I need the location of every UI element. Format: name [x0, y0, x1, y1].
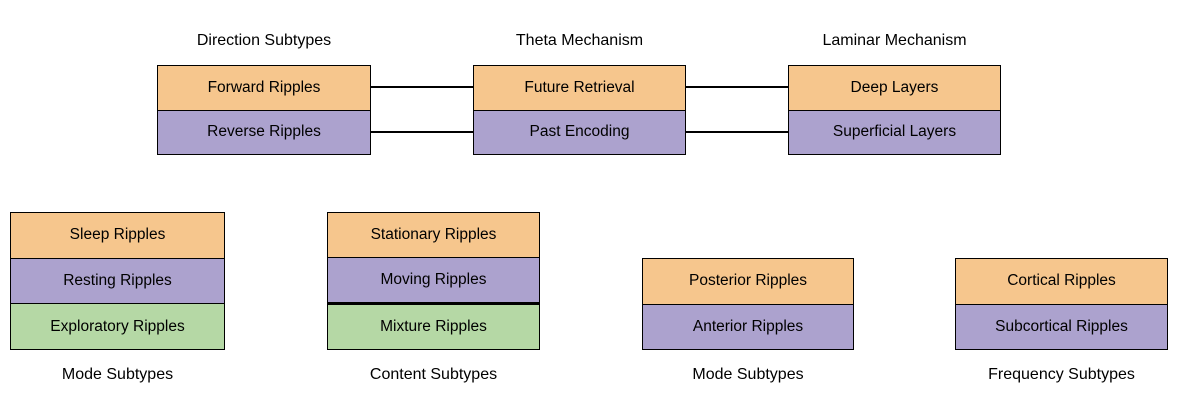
box-sleep-ripples: Sleep Ripples	[11, 213, 224, 258]
box-label: Reverse Ripples	[207, 123, 321, 141]
group-theta-mechanism: Future Retrieval Past Encoding	[473, 65, 686, 155]
box-label: Past Encoding	[529, 123, 630, 141]
group-content-subtypes: Stationary Ripples Moving Ripples Mixtur…	[327, 212, 540, 350]
connector-line	[686, 86, 788, 88]
box-label: Mixture Ripples	[380, 318, 487, 335]
connector-line	[371, 131, 473, 133]
box-reverse-ripples: Reverse Ripples	[158, 109, 370, 154]
box-future-retrieval: Future Retrieval	[474, 66, 685, 110]
box-label: Exploratory Ripples	[50, 317, 185, 335]
box-label: Anterior Ripples	[692, 317, 804, 335]
box-label: Resting Ripples	[63, 272, 172, 289]
box-cortical-ripples: Cortical Ripples	[956, 259, 1167, 304]
box-mixture-ripples: Mixture Ripples	[328, 302, 539, 349]
group-title-direction-subtypes: Direction Subtypes	[196, 32, 332, 49]
box-superficial-layers: Superficial Layers	[789, 109, 1000, 154]
box-label: Future Retrieval	[524, 78, 635, 96]
group-caption-content-subtypes: Content Subtypes	[369, 366, 498, 383]
connector-line	[686, 131, 788, 133]
box-label: Stationary Ripples	[370, 226, 497, 243]
group-mode-subtypes-left: Sleep Ripples Resting Ripples Explorator…	[10, 212, 225, 350]
box-label: Forward Ripples	[207, 78, 321, 96]
box-subcortical-ripples: Subcortical Ripples	[956, 303, 1167, 349]
box-label: Subcortical Ripples	[995, 317, 1128, 335]
group-caption-mode-subtypes-left: Mode Subtypes	[61, 366, 174, 383]
box-posterior-ripples: Posterior Ripples	[643, 259, 853, 304]
box-forward-ripples: Forward Ripples	[158, 66, 370, 110]
connector-line	[371, 86, 473, 88]
box-label: Sleep Ripples	[69, 226, 166, 244]
group-mode-subtypes-right: Posterior Ripples Anterior Ripples	[642, 258, 854, 350]
box-stationary-ripples: Stationary Ripples	[328, 213, 539, 257]
box-label: Cortical Ripples	[1007, 272, 1116, 290]
box-deep-layers: Deep Layers	[789, 66, 1000, 110]
box-moving-ripples: Moving Ripples	[328, 257, 539, 302]
box-label: Superficial Layers	[832, 123, 957, 141]
group-laminar-mechanism: Deep Layers Superficial Layers	[788, 65, 1001, 155]
box-past-encoding: Past Encoding	[474, 109, 685, 154]
box-anterior-ripples: Anterior Ripples	[643, 303, 853, 349]
group-title-theta-mechanism: Theta Mechanism	[515, 32, 644, 49]
box-label: Moving Ripples	[380, 271, 487, 288]
group-caption-frequency-subtypes: Frequency Subtypes	[988, 366, 1135, 383]
group-direction-subtypes: Forward Ripples Reverse Ripples	[157, 65, 371, 155]
group-caption-mode-subtypes-right: Mode Subtypes	[692, 366, 804, 383]
box-label: Posterior Ripples	[688, 272, 808, 290]
group-title-laminar-mechanism: Laminar Mechanism	[822, 32, 967, 49]
box-resting-ripples: Resting Ripples	[11, 257, 224, 304]
box-label: Deep Layers	[850, 78, 939, 96]
box-exploratory-ripples: Exploratory Ripples	[11, 303, 224, 350]
group-frequency-subtypes: Cortical Ripples Subcortical Ripples	[955, 258, 1168, 350]
